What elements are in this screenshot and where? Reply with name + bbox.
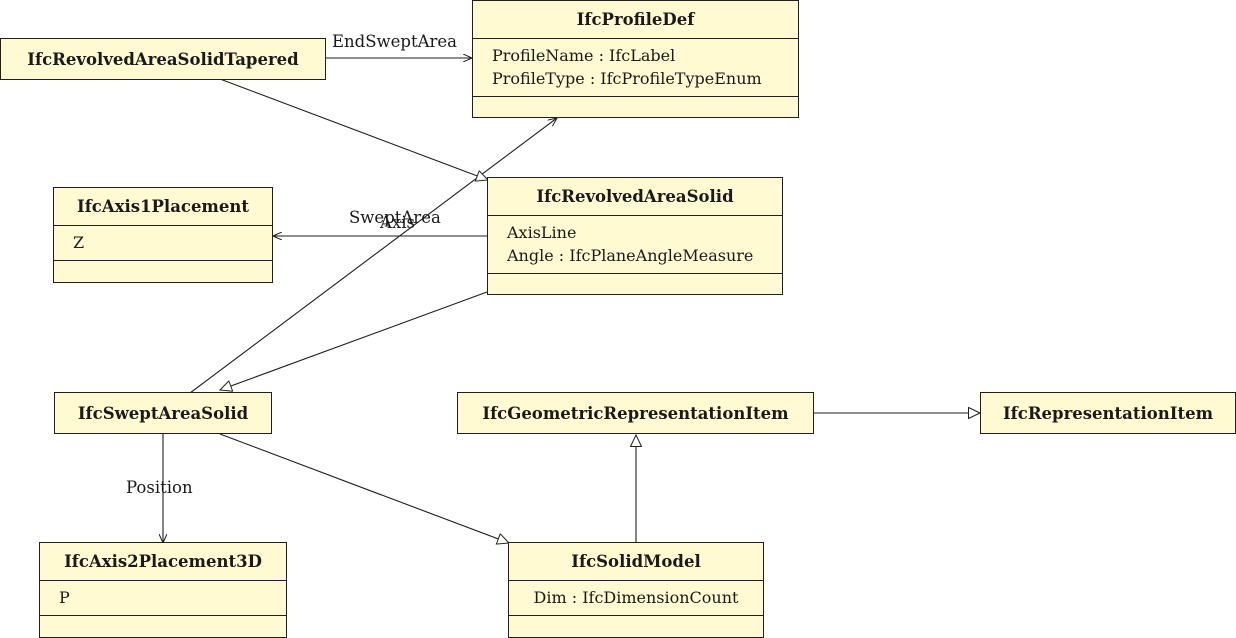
class-operations: [473, 97, 798, 115]
class-attributes: AxisLine Angle : IfcPlaneAngleMeasure: [488, 216, 782, 274]
class-name: IfcGeometricRepresentationItem: [482, 403, 789, 423]
class-ifc-axis1-placement[interactable]: IfcAxis1Placement Z: [53, 187, 273, 283]
class-attributes: Z: [54, 226, 272, 261]
class-ifc-profile-def[interactable]: IfcProfileDef ProfileName : IfcLabel Pro…: [472, 0, 799, 118]
class-operations: [488, 274, 782, 292]
class-operations: [54, 261, 272, 279]
class-ifc-representation-item[interactable]: IfcRepresentationItem: [980, 392, 1236, 434]
class-attributes: Dim : IfcDimensionCount: [509, 581, 763, 616]
class-ifc-revolved-area-solid-tapered[interactable]: IfcRevolvedAreaSolidTapered: [0, 38, 326, 80]
class-name: IfcAxis2Placement3D: [40, 543, 286, 581]
swept-area-line: [189, 118, 557, 394]
revolved-to-swept-generalization: [220, 291, 488, 390]
swept-area-label: SweptArea: [349, 208, 441, 227]
attribute: ProfileType : IfcProfileTypeEnum: [492, 69, 762, 88]
swept-to-solid-generalization: [219, 433, 509, 543]
class-ifc-axis2-placement-3d[interactable]: IfcAxis2Placement3D P: [39, 542, 287, 638]
attribute: AxisLine: [507, 223, 577, 242]
attribute: P: [59, 588, 70, 607]
class-name: IfcSweptAreaSolid: [77, 403, 249, 423]
class-attributes: P: [40, 581, 286, 616]
attribute: Angle : IfcPlaneAngleMeasure: [507, 246, 754, 265]
class-ifc-revolved-area-solid[interactable]: IfcRevolvedAreaSolid AxisLine Angle : If…: [487, 177, 783, 295]
attribute: Dim : IfcDimensionCount: [533, 588, 739, 607]
class-name: IfcProfileDef: [473, 1, 798, 39]
class-name: IfcRepresentationItem: [1002, 403, 1214, 423]
attribute: Z: [73, 233, 85, 252]
class-name: IfcRevolvedAreaSolidTapered: [27, 49, 299, 69]
class-ifc-solid-model[interactable]: IfcSolidModel Dim : IfcDimensionCount: [508, 542, 764, 638]
class-name: IfcSolidModel: [509, 543, 763, 581]
tapered-to-revolved-generalization: [219, 78, 488, 180]
class-name: IfcRevolvedAreaSolid: [488, 178, 782, 216]
class-attributes: ProfileName : IfcLabel ProfileType : Ifc…: [473, 39, 798, 97]
class-ifc-geometric-representation-item[interactable]: IfcGeometricRepresentationItem: [457, 392, 814, 434]
class-ifc-swept-area-solid[interactable]: IfcSweptAreaSolid: [54, 392, 272, 434]
class-operations: [40, 616, 286, 634]
end-swept-area-label: EndSweptArea: [332, 32, 458, 51]
class-operations: [509, 616, 763, 634]
attribute: ProfileName : IfcLabel: [492, 46, 676, 65]
class-name: IfcAxis1Placement: [54, 188, 272, 226]
position-label: Position: [126, 478, 193, 497]
axis-label: Axis: [380, 213, 415, 232]
